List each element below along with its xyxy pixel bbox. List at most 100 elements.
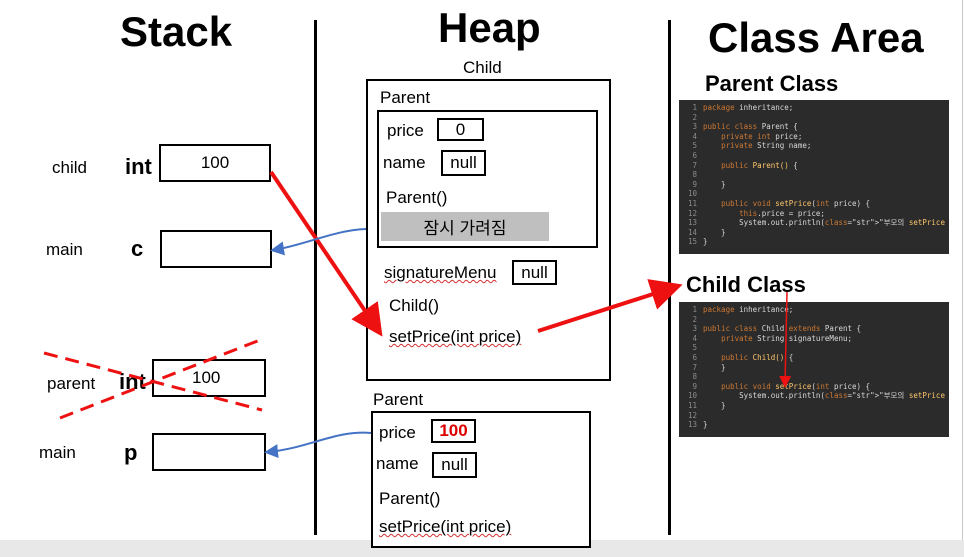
parent-code-line-number: 10 (687, 189, 697, 199)
heap-child-price-label: price (387, 121, 424, 140)
red-arrow-setprice-to-class (537, 279, 683, 333)
child-code-line-text: System.out.println(class="str">"부모의 setP… (703, 391, 945, 401)
heap-child-name-box: null (441, 150, 486, 176)
stack-title: Stack (120, 8, 233, 55)
parent-code-line-number: 6 (692, 150, 697, 160)
child-code-line-number: 4 (692, 333, 697, 343)
heap-parent-price-box: 100 (431, 419, 476, 443)
child-code-line-number: 3 (692, 324, 697, 334)
class-area-title: Class Area (708, 14, 924, 61)
parent-code-line-text: } (703, 179, 726, 189)
heap-parent-constructor: Parent() (379, 489, 441, 508)
heap-parent-object (371, 411, 591, 548)
child-code-line-text: } (703, 400, 726, 410)
child-code-line-number: 6 (692, 352, 697, 362)
parent-code-line: 13 System.out.println(class="str">"부모의 s… (679, 218, 949, 228)
child-code-line-number: 12 (687, 410, 697, 420)
parent-code-line-text: System.out.println(class="str">"부모의 setP… (703, 218, 945, 228)
heap-child-parent-constructor: Parent() (386, 188, 448, 207)
heap-parent-setprice-text: setPrice(int price) (379, 517, 512, 536)
parent-code-line-number: 8 (692, 170, 697, 180)
stack-heap-divider (314, 20, 317, 535)
parent-code-line-number: 1 (692, 103, 697, 112)
red-arrow-child-to-setprice (269, 170, 383, 337)
parent-code-line-text: public class Parent { (703, 122, 798, 132)
child-code-line: 9 public void setPrice(int price) { (679, 382, 949, 392)
heap-hidden-bar: 잠시 가려짐 (381, 212, 549, 241)
child-code-line: 12 (679, 411, 949, 421)
parent-code-line-number: 3 (692, 122, 697, 132)
parent-code-line-number: 14 (687, 227, 697, 237)
child-code-line: 4 private String signatureMenu; (679, 334, 949, 344)
stack-main1-box (160, 230, 272, 268)
parent-code-line-number: 5 (692, 141, 697, 151)
heap-child-parent-title: Parent (380, 88, 431, 107)
heap-parent-price-label: price (379, 423, 416, 442)
parent-code-line-text: package inheritance; (703, 103, 794, 112)
stack-main1-label: main (46, 240, 83, 259)
heap-parent-setprice: setPrice(int price) (379, 517, 511, 537)
parent-code-line-text: public Parent() { (721, 160, 798, 170)
parent-code-line-text: } (703, 227, 726, 237)
parent-code-line: 5 private String name; (679, 141, 949, 151)
heap-parent-name-box: null (432, 452, 477, 478)
child-code-line-number: 13 (687, 420, 697, 430)
heap-signature-value: null (521, 262, 548, 282)
child-code-line-number: 11 (687, 400, 697, 410)
heap-signature-box: null (512, 260, 557, 285)
stack-child-type: int (125, 154, 152, 179)
parent-code-line-number: 7 (692, 160, 697, 170)
heap-child-setprice: setPrice(int price) (389, 327, 521, 347)
child-code-line: 10 System.out.println(class="str">"부모의 s… (679, 391, 949, 401)
child-code-line-text: } (703, 362, 726, 372)
stack-parent-value: 100 (192, 368, 221, 387)
parent-code-line: 9 } (679, 180, 949, 190)
stack-child-label: child (52, 158, 87, 177)
heap-title: Heap (438, 4, 541, 51)
child-code-line-text: package inheritance; (703, 305, 794, 314)
heap-child-title: Child (463, 58, 502, 77)
heap-child-setprice-text: setPrice(int price) (389, 327, 522, 346)
parent-code-line: 8 (679, 170, 949, 180)
child-code-line-number: 2 (692, 314, 697, 324)
heap-child-name-label: name (383, 153, 426, 172)
parent-code-line-number: 11 (687, 198, 697, 208)
parent-code-line-text: public void setPrice(int price) { (721, 198, 871, 208)
heap-parent-title: Parent (373, 390, 424, 409)
stack-main2-label: main (39, 443, 76, 462)
heap-signature-text: signatureMenu (384, 263, 497, 282)
heap-parent-price-value: 100 (439, 421, 468, 440)
parent-code-line: 7 public Parent() { (679, 161, 949, 171)
heap-class-divider (668, 20, 671, 535)
parent-code-line-number: 4 (692, 131, 697, 141)
child-code-line: 11 } (679, 401, 949, 411)
heap-child-price-box: 0 (437, 118, 484, 141)
parent-code-line: 12 this.price = price; (679, 209, 949, 219)
child-code-line-number: 7 (692, 362, 697, 372)
parent-code-line-number: 13 (687, 218, 697, 228)
child-code-line: 8 (679, 372, 949, 382)
child-code-line-text: private String signatureMenu; (721, 333, 853, 343)
parent-code-line-number: 9 (692, 179, 697, 189)
parent-code-line: 6 (679, 151, 949, 161)
bottom-bar (0, 540, 964, 557)
stack-child-value: 100 (200, 153, 230, 172)
child-code-line-number: 10 (687, 391, 697, 401)
parent-code-line: 2 (679, 113, 949, 123)
parent-code-line-number: 15 (687, 237, 697, 247)
heap-child-constructor: Child() (389, 296, 440, 315)
parent-code-line-text: private String name; (721, 141, 812, 151)
heap-hidden-label: 잠시 가려짐 (423, 219, 507, 238)
parent-code-line-text: private int price; (721, 131, 803, 141)
child-code-line-text: public class Child extends Parent { (703, 324, 862, 334)
child-code-line: 6 public Child() { (679, 353, 949, 363)
heap-parent-name-value: null (441, 455, 468, 474)
parent-code-line-number: 12 (687, 208, 697, 218)
child-code-line-number: 8 (692, 372, 697, 382)
child-code-line: 5 (679, 343, 949, 353)
child-code-line-text: public void setPrice(int price) { (721, 381, 871, 391)
child-class-title: Child Class (686, 272, 806, 297)
